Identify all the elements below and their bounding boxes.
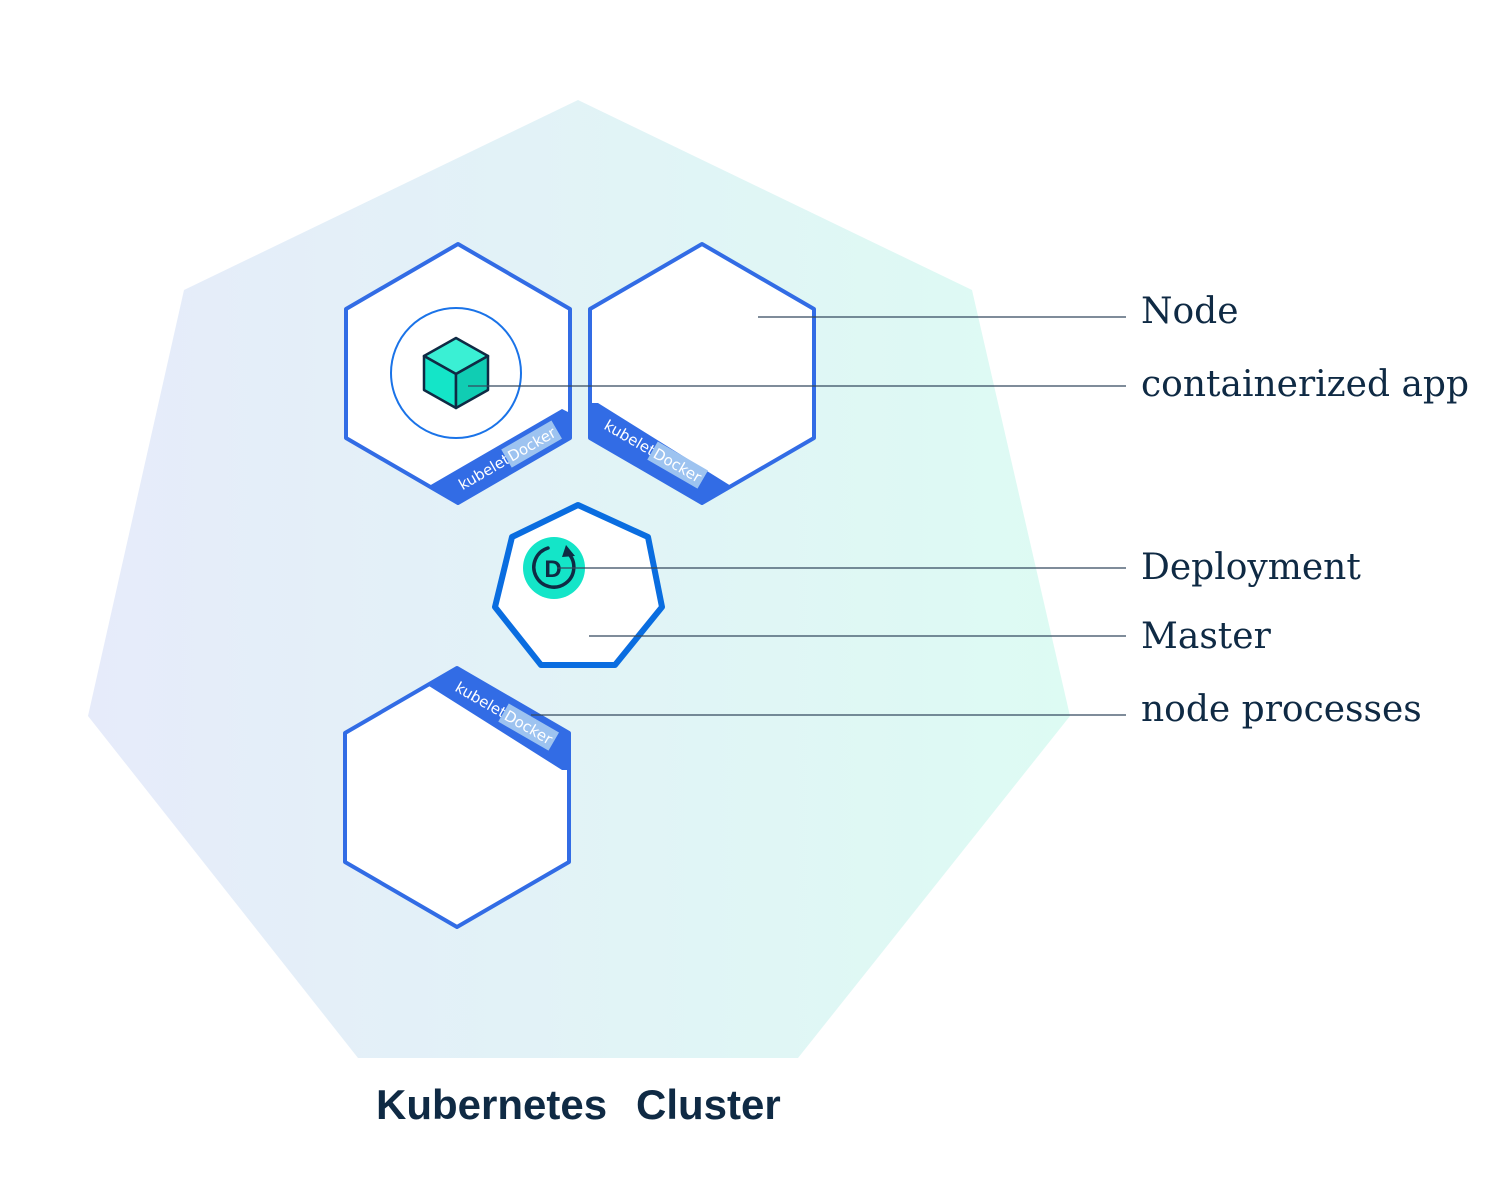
cube-icon [422, 336, 490, 410]
diagram-title-cluster: Cluster [636, 1081, 781, 1128]
deployment-letter: D [544, 556, 561, 583]
node-3-process-band [429, 668, 569, 770]
node-2: kubelet Docker [588, 242, 816, 505]
node-2-docker-tag [647, 441, 708, 489]
master: D [492, 502, 665, 668]
diagram-title-kubernetes: Kubernetes [376, 1081, 607, 1128]
node-1: kubelet Docker [344, 242, 572, 505]
deployment-refresh-icon [532, 546, 576, 589]
node-1-docker-tag [501, 420, 562, 468]
containerized-app-ring [390, 307, 522, 439]
label-containerized-app: containerized app [1141, 364, 1469, 405]
label-master: Master [1141, 616, 1272, 657]
label-deployment: Deployment [1141, 547, 1361, 588]
label-node-processes: node processes [1141, 689, 1422, 730]
node-3-docker-tag [498, 703, 559, 751]
label-node: Node [1141, 291, 1239, 332]
